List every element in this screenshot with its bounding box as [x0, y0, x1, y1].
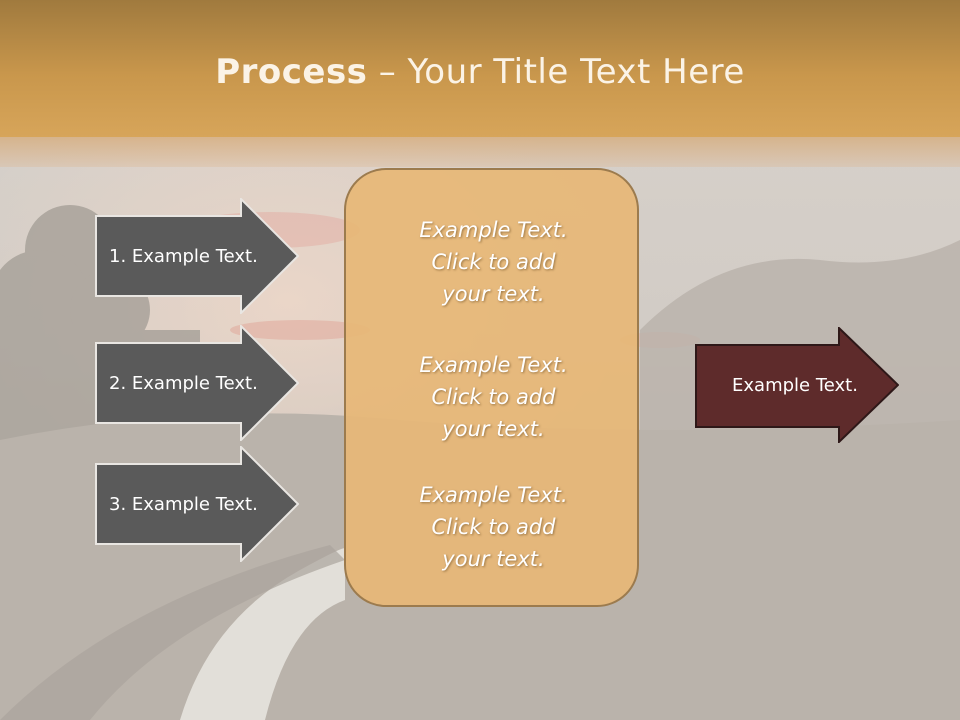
- panel-text-block-1[interactable]: Example Text. Click to add your text.: [346, 214, 641, 310]
- arrow-shape: [95, 325, 299, 441]
- panel-text-line: Example Text.: [419, 353, 568, 377]
- step-label-1: 1. Example Text.: [109, 245, 258, 267]
- step-arrow-1[interactable]: 1. Example Text.: [95, 198, 299, 314]
- panel-text-line: your text.: [442, 547, 545, 571]
- arrow-shape: [695, 327, 899, 443]
- slide-title-rest: – Your Title Text Here: [367, 52, 745, 92]
- slide-title-bold: Process: [215, 52, 368, 92]
- panel-text-line: Click to add: [431, 515, 556, 539]
- slide-title[interactable]: Process – Your Title Text Here: [0, 52, 960, 92]
- panel-text-block-2[interactable]: Example Text. Click to add your text.: [346, 349, 641, 445]
- panel-text-block-3[interactable]: Example Text. Click to add your text.: [346, 479, 641, 575]
- panel-text-line: Example Text.: [419, 483, 568, 507]
- panel-text-line: Click to add: [431, 250, 556, 274]
- result-label: Example Text.: [732, 374, 858, 396]
- panel-text-line: your text.: [442, 282, 545, 306]
- title-bar: [0, 0, 960, 137]
- step-arrow-3[interactable]: 3. Example Text.: [95, 446, 299, 562]
- title-divider-strip: [0, 137, 960, 167]
- step-arrow-2[interactable]: 2. Example Text.: [95, 325, 299, 441]
- panel-text-line: your text.: [442, 417, 545, 441]
- panel-text-line: Click to add: [431, 385, 556, 409]
- center-panel[interactable]: Example Text. Click to add your text. Ex…: [344, 168, 639, 607]
- panel-text-line: Example Text.: [419, 218, 568, 242]
- arrow-shape: [95, 446, 299, 562]
- step-label-2: 2. Example Text.: [109, 372, 258, 394]
- result-arrow[interactable]: Example Text.: [695, 327, 899, 443]
- arrow-shape: [95, 198, 299, 314]
- step-label-3: 3. Example Text.: [109, 493, 258, 515]
